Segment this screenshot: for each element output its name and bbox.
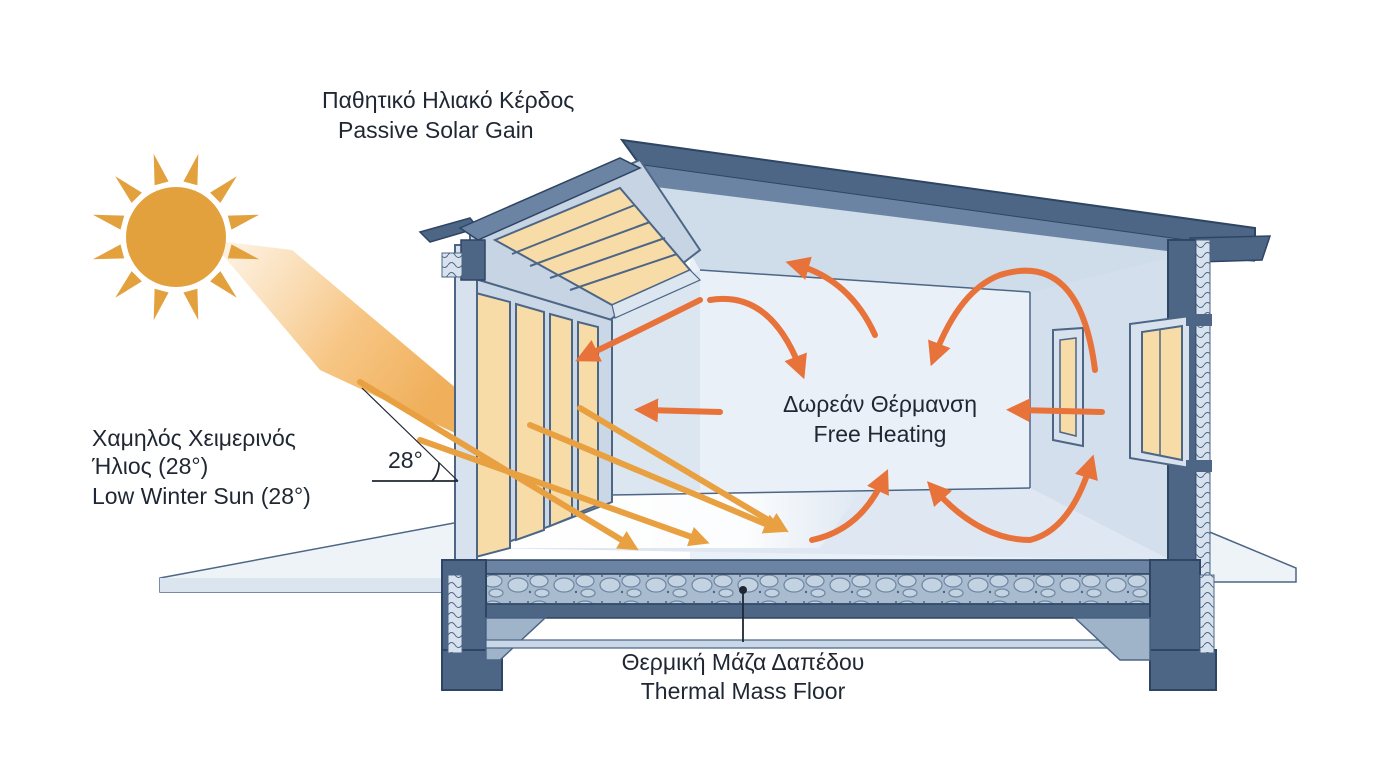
sun-ray-arrow (527, 422, 785, 534)
angle-indicator (361, 387, 459, 482)
ground-plane (159, 519, 1297, 593)
angle-label: 28° (388, 447, 423, 473)
sun-ray-arrow (357, 379, 639, 551)
sun-ray-arrow (417, 437, 710, 547)
skylight (492, 186, 702, 319)
thermal-mass-label-gr: Θερμική Μάζα Δαπέδου (622, 649, 865, 675)
sun-icon (92, 153, 260, 321)
heat-flow-arrow (707, 295, 807, 380)
heat-flow-arrow (785, 256, 878, 338)
sun-spike (210, 176, 237, 203)
sun-spike (227, 214, 260, 230)
sun-beam (210, 240, 470, 440)
winter-sun-label-gr-2: Ήλιος (28°) (91, 453, 208, 479)
winter-sun-label-gr-1: Χαμηλός Χειμερινός (92, 425, 296, 451)
passive-gain-label-gr: Παθητικό Ηλιακό Κέρδος (322, 87, 574, 113)
heat-flow-arrow (1006, 398, 1105, 423)
sun-spike (92, 244, 125, 260)
thermal-mass-label-en: Thermal Mass Floor (641, 678, 846, 704)
free-heating-label-gr: Δωρεάν Θέρμανση (783, 391, 977, 417)
sun-spike (153, 288, 169, 321)
right-wall (1129, 239, 1212, 653)
sun-spike (153, 153, 169, 186)
heat-flow-arrow (809, 469, 889, 543)
heat-flow-arrow (575, 297, 703, 362)
sun-ray-arrows (357, 379, 789, 551)
sun-spike (227, 244, 260, 260)
heat-flow-arrow (634, 398, 723, 423)
sun-ray-arrow (577, 405, 789, 533)
window-back (1052, 326, 1084, 448)
heat-flow-arrow (926, 454, 1098, 544)
thermal-mass-floor (441, 559, 1217, 691)
heat-flow-arrows (575, 256, 1105, 544)
heat-flow-arrow (928, 267, 1098, 373)
sun-spike (115, 176, 142, 203)
sun-spike (183, 288, 199, 321)
sun-spike (183, 153, 199, 186)
sun-spike (210, 271, 237, 298)
sun-spike (115, 271, 142, 298)
passive-gain-label-en: Passive Solar Gain (338, 117, 534, 143)
sun-spike (92, 214, 125, 230)
winter-sun-label-en: Low Winter Sun (28°) (92, 483, 311, 509)
free-heating-label-en: Free Heating (814, 421, 947, 447)
glazed-facade (441, 239, 613, 564)
